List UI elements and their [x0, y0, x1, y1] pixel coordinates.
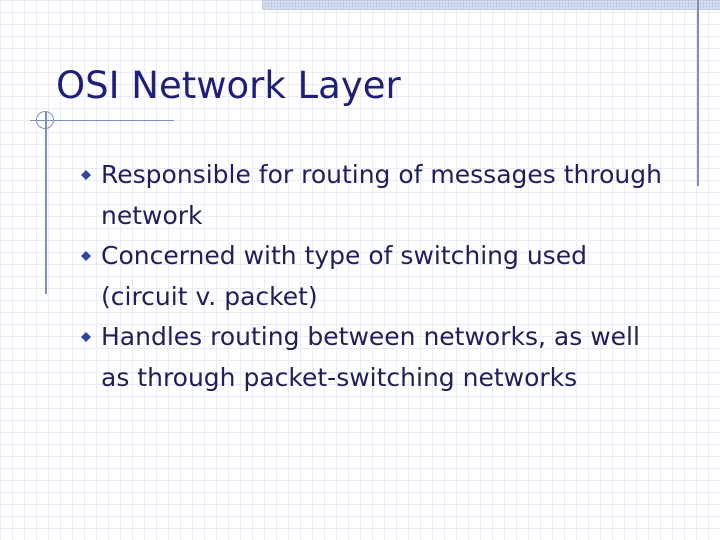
bullet-item: Responsible for routing of messages thro…	[76, 155, 676, 236]
bullet-text: Responsible for routing of messages thro…	[101, 160, 662, 230]
bullet-text: Concerned with type of switching used (c…	[101, 241, 587, 311]
crosshair-circle	[36, 111, 54, 129]
title-underline-rule	[30, 120, 174, 121]
right-vertical-rule	[697, 0, 699, 186]
left-vertical-rule	[45, 112, 47, 294]
slide-title: OSI Network Layer	[56, 64, 401, 107]
bullet-item: Handles routing between networks, as wel…	[76, 317, 676, 398]
bullet-list: Responsible for routing of messages thro…	[76, 155, 676, 398]
bullet-item: Concerned with type of switching used (c…	[76, 236, 676, 317]
top-decorative-bar	[262, 0, 720, 10]
diamond-bullet-icon	[81, 170, 91, 180]
diamond-bullet-icon	[81, 251, 91, 261]
bullet-text: Handles routing between networks, as wel…	[101, 322, 640, 392]
diamond-bullet-icon	[81, 332, 91, 342]
